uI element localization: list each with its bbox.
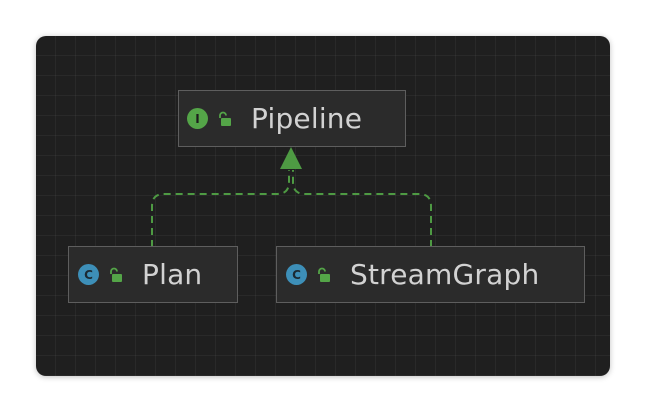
node-streamgraph[interactable]: C StreamGraph: [276, 246, 585, 303]
class-icon: C: [286, 264, 307, 285]
node-pipeline[interactable]: I Pipeline: [178, 90, 406, 147]
node-label: Pipeline: [251, 102, 363, 135]
interface-icon: I: [187, 108, 208, 129]
unlocked-icon: [219, 111, 231, 126]
node-plan[interactable]: C Plan: [68, 246, 238, 303]
class-icon: C: [78, 264, 99, 285]
unlocked-icon: [110, 267, 122, 282]
node-label: StreamGraph: [350, 258, 540, 291]
unlocked-icon: [318, 267, 330, 282]
node-label: Plan: [142, 258, 203, 291]
diagram-canvas: [36, 36, 610, 376]
